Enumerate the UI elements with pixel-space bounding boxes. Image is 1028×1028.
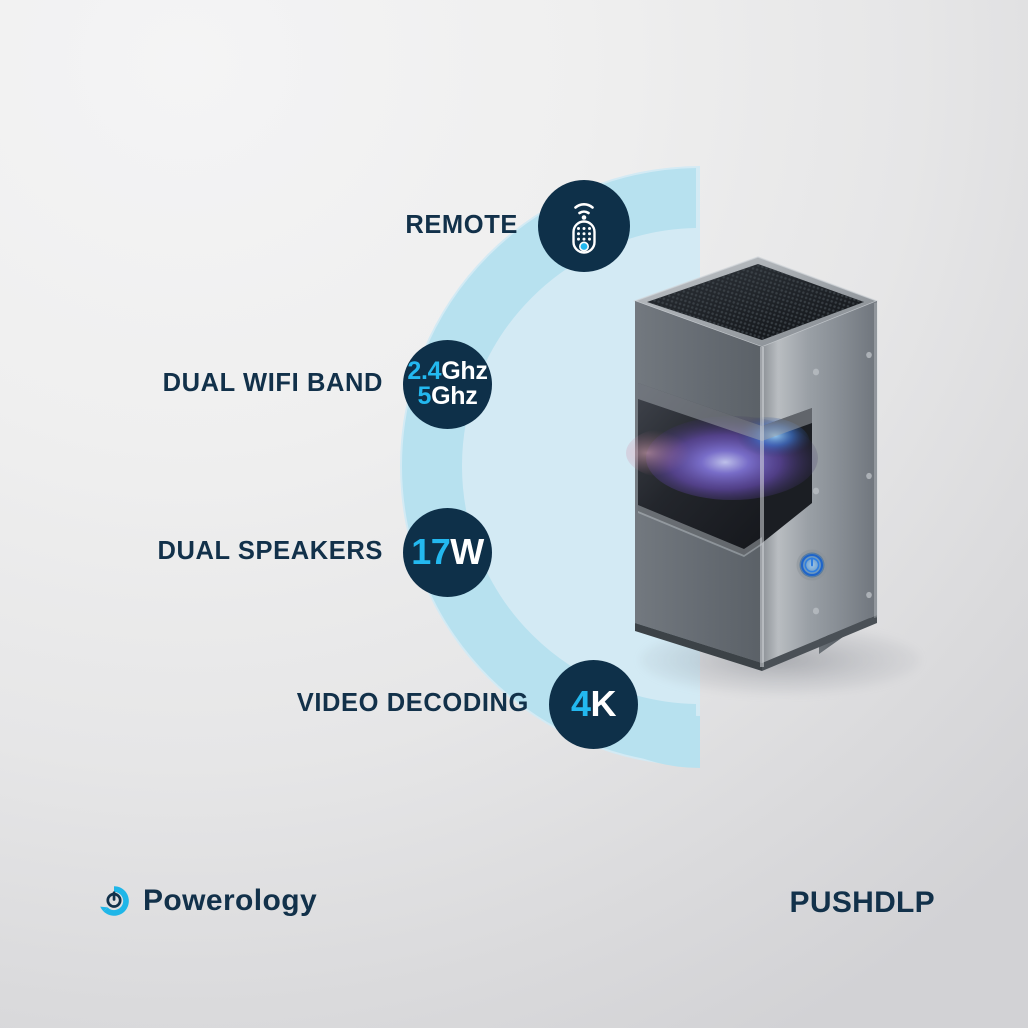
badge-dual-speakers: 17W (403, 507, 492, 597)
badge-video-decoding: 4K (549, 659, 638, 749)
feature-row-remote: REMOTE (130, 180, 630, 272)
feature-label-video-decoding: VIDEO DECODING (296, 689, 529, 718)
badge-line-1: 17W (411, 530, 484, 572)
feature-label-dual-speakers: DUAL SPEAKERS (157, 537, 383, 566)
badge-dual-wifi-band: 2.4Ghz 5Ghz (403, 339, 492, 429)
brand-lockup: Powerology (97, 884, 317, 918)
feature-row-dual-speakers: DUAL SPEAKERS 17W (0, 506, 492, 598)
projector-product-image (612, 243, 902, 683)
feature-label-remote: REMOTE (405, 211, 518, 240)
feature-row-dual-wifi-band: DUAL WIFI BAND 2.4Ghz 5Ghz (0, 338, 492, 430)
badge-line-1: 4K (570, 682, 617, 724)
feature-label-dual-wifi-band: DUAL WIFI BAND (162, 369, 383, 398)
badge-remote (538, 180, 630, 272)
powerology-logo-icon (100, 886, 129, 916)
feature-row-video-decoding: VIDEO DECODING 4K (60, 658, 638, 750)
remote-control-icon (572, 203, 596, 254)
model-name: PUSHDLP (789, 886, 935, 919)
badge-line-2: 5Ghz (417, 382, 478, 410)
brand-name: Powerology (143, 884, 318, 917)
badge-line-1: 2.4Ghz (407, 356, 488, 385)
power-button-icon (796, 549, 828, 581)
